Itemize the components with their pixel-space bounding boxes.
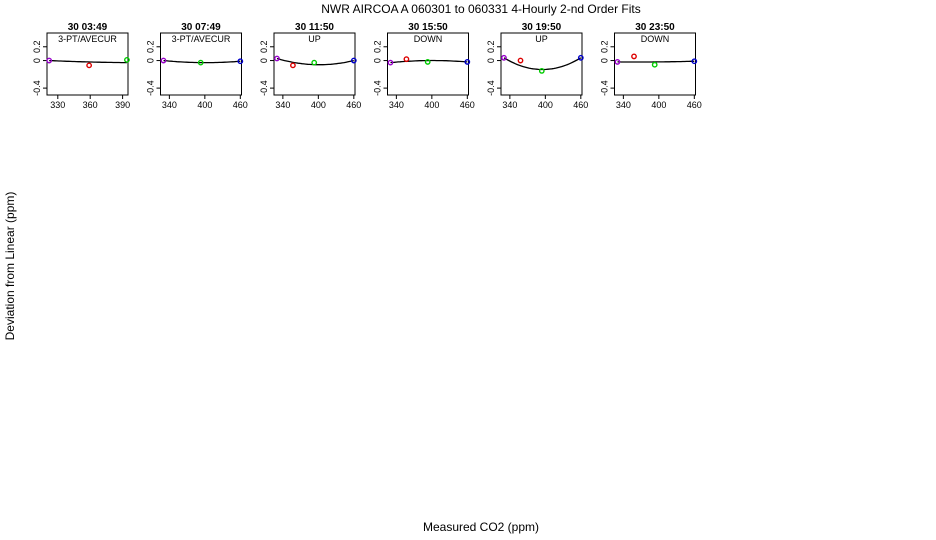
data-point (631, 53, 637, 60)
y-tick-label: -0.4 (373, 80, 383, 96)
x-tick-label: 400 (424, 100, 439, 110)
panel-title: 30 15:50 (408, 22, 448, 33)
panel-title: 30 03:49 (68, 22, 108, 33)
data-point (464, 59, 471, 65)
x-tick-label: 400 (651, 100, 666, 110)
y-tick-label: 0.2 (259, 41, 269, 54)
panel-title: 30 11:50 (295, 22, 334, 33)
panel-subtitle: DOWN (414, 34, 443, 44)
x-tick-label: 400 (197, 100, 212, 110)
x-tick-label: 330 (50, 100, 65, 110)
x-tick-label: 340 (275, 100, 290, 110)
data-point (311, 59, 318, 66)
x-tick-label: 360 (83, 100, 98, 110)
y-tick-label: 0 (373, 58, 383, 63)
data-point (517, 57, 524, 64)
y-tick-label: -0.4 (32, 80, 42, 96)
data-point (403, 56, 410, 63)
panel-frame (500, 32, 583, 96)
y-tick-label: 0 (259, 58, 269, 63)
y-tick-label: 0.2 (146, 41, 156, 54)
data-point (160, 57, 167, 64)
y-axis-label: Deviation from Linear (ppm) (3, 192, 17, 341)
data-point (424, 59, 431, 65)
panel-subtitle: 3-PT/AVECUR (172, 34, 231, 44)
panel-1: 30 03:493-PT/AVECUR -0.4 0 0.2 330 360 390 (32, 22, 130, 110)
data-point (538, 67, 545, 74)
panel-title: 30 23:50 (635, 22, 675, 33)
data-point (350, 57, 357, 64)
data-point (290, 62, 296, 69)
fit-curve (503, 57, 582, 71)
x-tick-label: 400 (538, 100, 553, 110)
x-tick-label: 460 (460, 100, 475, 110)
y-tick-label: 0.2 (486, 41, 496, 54)
data-point (614, 59, 621, 65)
x-tick-label: 460 (346, 100, 361, 110)
fit-curve (163, 59, 241, 64)
y-tick-label: 0.2 (600, 41, 610, 54)
data-point (274, 55, 280, 62)
y-tick-label: -0.4 (600, 80, 610, 96)
data-point (501, 54, 507, 61)
panel-frame (46, 32, 129, 96)
panel-2: 30 07:493-PT/AVECUR -0.4 0 0.2 340 400 460 (146, 22, 248, 110)
panel-subtitle: 3-PT/AVECUR (58, 34, 117, 44)
x-tick-label: 340 (389, 100, 404, 110)
y-tick-label: -0.4 (146, 80, 156, 96)
y-tick-label: 0 (146, 58, 156, 63)
data-point (46, 57, 53, 64)
data-point (577, 54, 584, 61)
fit-curve (617, 60, 695, 63)
panel-subtitle: UP (535, 34, 548, 44)
panel-frame (273, 32, 356, 96)
x-tick-label: 340 (502, 100, 517, 110)
data-point (651, 61, 658, 68)
x-tick-label: 460 (573, 100, 588, 110)
data-point (86, 62, 93, 69)
y-tick-label: 0.2 (32, 41, 42, 54)
y-tick-label: -0.4 (486, 80, 496, 96)
y-tick-label: 0 (486, 58, 496, 63)
y-tick-label: 0 (32, 58, 42, 63)
x-tick-label: 340 (162, 100, 177, 110)
data-point (387, 59, 394, 66)
panel-title: 30 19:50 (522, 22, 562, 33)
y-tick-label: 0.2 (373, 41, 383, 54)
figure-title: NWR AIRCOA A 060301 to 060331 4-Hourly 2… (321, 2, 641, 16)
fit-curve (49, 59, 127, 64)
panel-frame (160, 32, 242, 96)
data-point (124, 56, 130, 63)
data-point (237, 58, 244, 65)
panel-subtitle: DOWN (641, 34, 670, 44)
x-tick-label: 340 (616, 100, 631, 110)
data-point (197, 59, 204, 66)
panel-frame (614, 32, 696, 96)
data-point (691, 58, 698, 65)
y-tick-label: 0 (600, 58, 610, 63)
panel-subtitle: UP (308, 34, 321, 44)
x-tick-label: 400 (311, 100, 326, 110)
panel-title: 30 07:49 (181, 22, 221, 33)
x-tick-label: 460 (687, 100, 702, 110)
x-axis-label: Measured CO2 (ppm) (423, 520, 539, 534)
x-tick-label: 460 (233, 100, 248, 110)
y-tick-label: -0.4 (259, 80, 269, 96)
x-tick-label: 390 (115, 100, 130, 110)
